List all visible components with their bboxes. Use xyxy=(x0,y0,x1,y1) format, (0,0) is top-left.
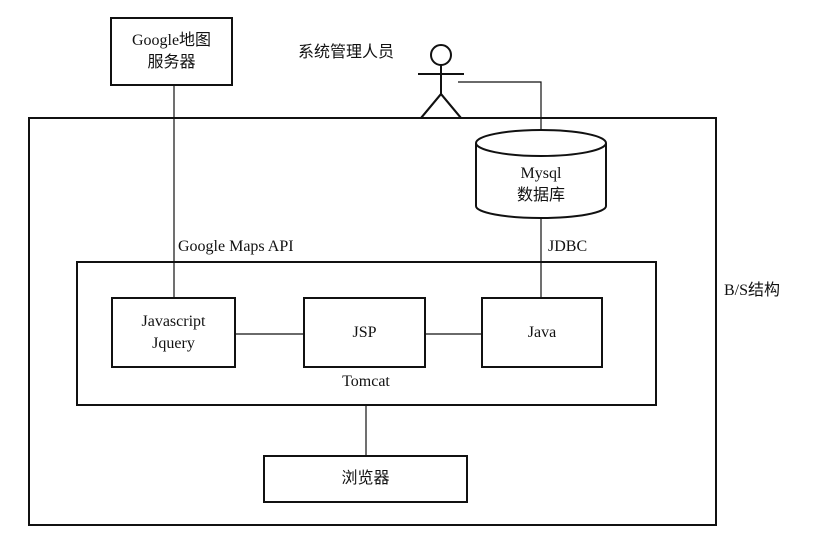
browser-box: 浏览器 xyxy=(263,455,468,503)
tomcat-label: Tomcat xyxy=(342,373,390,390)
google-server-line2: 服务器 xyxy=(147,53,196,71)
database-line1: Mysql xyxy=(520,165,562,182)
jdbc-label: JDBC xyxy=(548,238,588,255)
bs-structure-label: B/S结构 xyxy=(724,282,781,299)
java-label: Java xyxy=(527,323,557,341)
javascript-jquery-box: Javascript Jquery xyxy=(111,297,236,368)
google-map-server-box: Google地图 服务器 xyxy=(110,17,233,86)
admin-label: 系统管理人员 xyxy=(298,44,395,61)
database-line2: 数据库 xyxy=(516,187,565,204)
jsp-label: JSP xyxy=(352,323,377,341)
bs-structure-frame xyxy=(28,117,717,526)
tomcat-container xyxy=(76,261,657,406)
google-server-line1: Google地图 xyxy=(131,31,212,49)
javascript-line2: Jquery xyxy=(152,334,195,352)
javascript-line1: Javascript xyxy=(141,312,206,330)
admin-db-connector xyxy=(458,81,542,130)
jsp-box: JSP xyxy=(303,297,426,368)
google-maps-api-label: Google Maps API xyxy=(178,238,294,255)
browser-label: 浏览器 xyxy=(341,470,390,487)
java-box: Java xyxy=(481,297,603,368)
